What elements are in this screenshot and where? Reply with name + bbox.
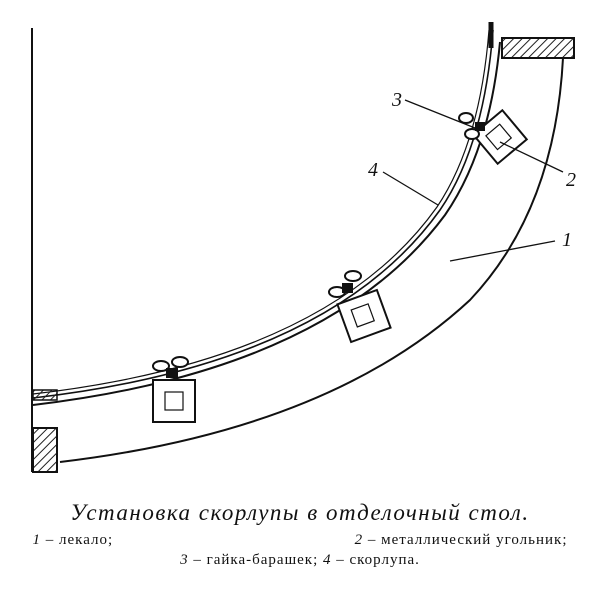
caption-title: Установка скорлупы в отделочный стол.	[70, 500, 530, 525]
wing-nut-1-icon	[152, 356, 189, 378]
label-3: 3	[391, 89, 402, 111]
wing-nut-3-icon	[458, 112, 485, 140]
template-outer-edge	[59, 57, 564, 463]
diagram-drawing: 3 2 4 1	[31, 22, 576, 473]
shell-line-outer	[32, 29, 494, 399]
caption-legend-line-1: 1 – лекало; 2 – металлический угольник;	[33, 530, 568, 550]
left-support-block	[32, 427, 58, 473]
legend-item-4: 4 – скорлупа.	[323, 552, 420, 568]
leader-line-3	[404, 99, 476, 129]
legend-item-3: 3 – гайка-барашек;	[180, 552, 319, 568]
caption-legend-line-2: 3 – гайка-барашек; 4 – скорлупа.	[0, 550, 600, 570]
label-2: 2	[566, 169, 576, 191]
leader-line-1	[449, 240, 556, 262]
label-4: 4	[368, 159, 378, 181]
figure-caption: Установка скорлупы в отделочный стол. 1 …	[0, 500, 600, 570]
wing-nut-2-icon	[328, 270, 362, 298]
leader-line-4	[382, 171, 439, 206]
legend-item-1: 1 – лекало;	[32, 532, 114, 548]
bracket-1	[152, 379, 196, 423]
template-inner-edge	[32, 41, 501, 406]
leader-line-2	[499, 141, 564, 173]
bracket-2	[336, 288, 392, 344]
legend-item-2: 2 – металлический угольник;	[354, 532, 568, 548]
bracket-3	[471, 108, 529, 166]
label-1: 1	[562, 229, 572, 251]
left-small-block	[32, 389, 58, 401]
top-support-block	[501, 37, 575, 59]
